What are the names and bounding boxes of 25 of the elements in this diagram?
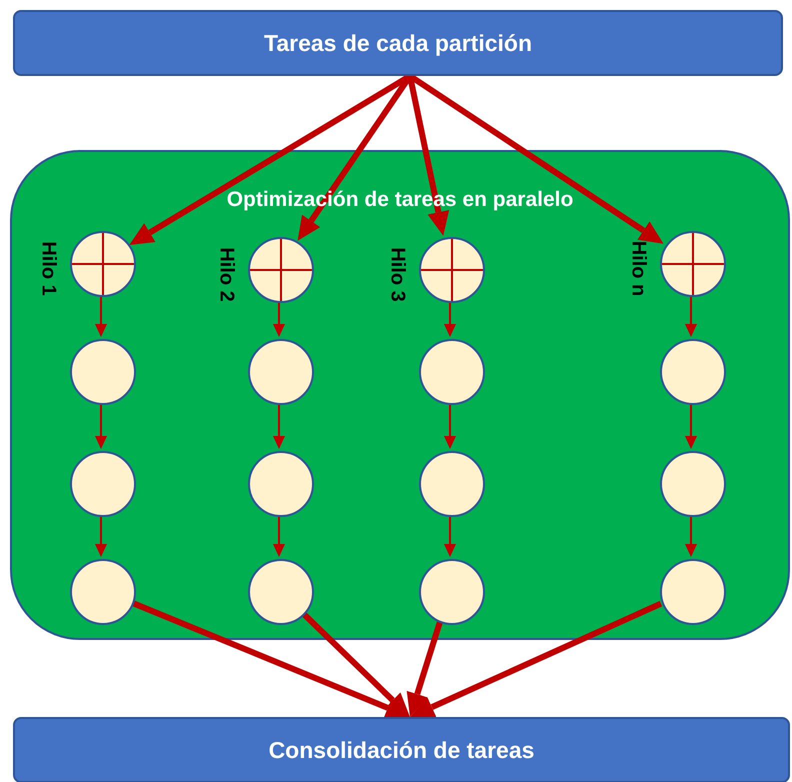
- arrow: [300, 610, 410, 717]
- arrow: [273, 515, 285, 557]
- arrow: [130, 600, 410, 718]
- rounded-panel: [10, 150, 790, 640]
- arrow: [444, 515, 456, 557]
- thread-label: Hilo n: [626, 240, 650, 296]
- arrow: [406, 620, 443, 717]
- header-bar: [13, 717, 790, 782]
- bar-title: Consolidación de tareas: [268, 736, 534, 764]
- arrow: [685, 295, 697, 337]
- thread-label: Hilo 2: [214, 246, 238, 302]
- arrow: [410, 600, 662, 718]
- arrow: [685, 515, 697, 557]
- arrow: [95, 295, 107, 337]
- arrow: [685, 403, 697, 449]
- thread-label: Hilo 3: [386, 246, 409, 302]
- arrow: [273, 403, 285, 449]
- arrow: [95, 515, 107, 557]
- bar-title: Tareas de cada partición: [264, 30, 532, 56]
- arrow: [95, 403, 107, 449]
- arrow: [444, 403, 456, 449]
- thread-label: Hilo 1: [36, 240, 60, 296]
- header-bar: [13, 10, 783, 76]
- arrow: [444, 301, 456, 337]
- arrow: [273, 301, 285, 337]
